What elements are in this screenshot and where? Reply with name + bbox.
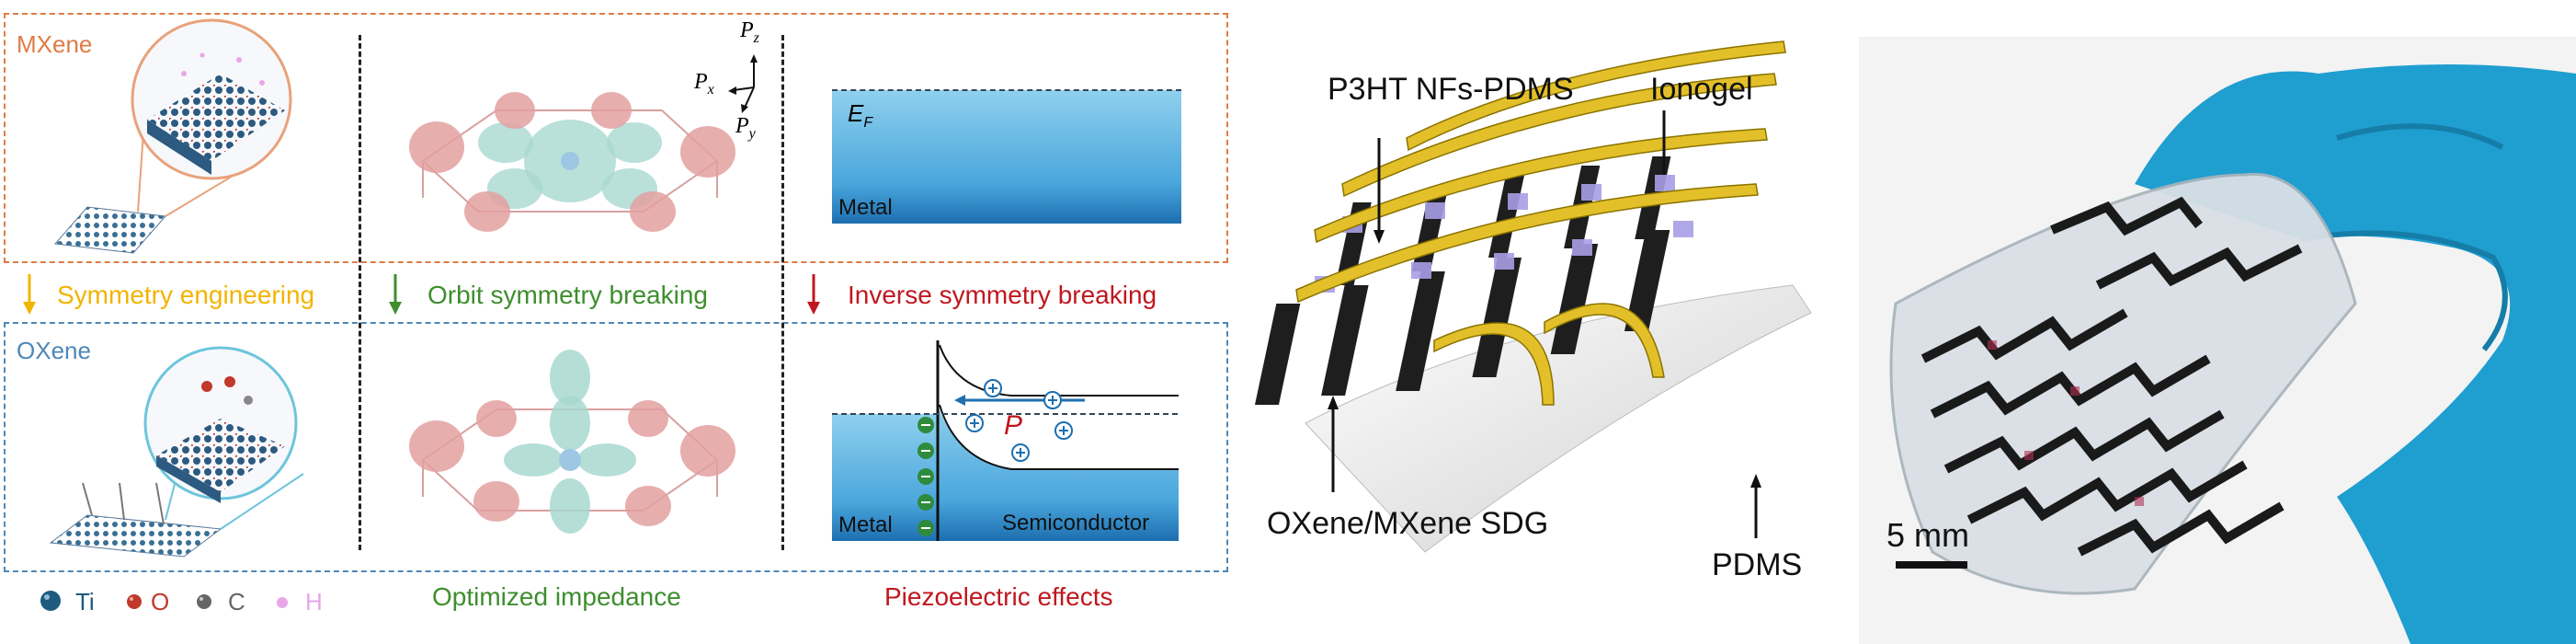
mxene-box — [4, 13, 1228, 263]
arrow-down-icon — [23, 274, 36, 315]
legend-label-ti: Ti — [75, 588, 95, 615]
h-atom-icon — [277, 597, 288, 608]
ti-atom-icon — [40, 591, 61, 611]
legend-label-c: C — [228, 588, 245, 615]
metal-label-top: Metal — [838, 195, 893, 220]
device-schematic-illustration — [1254, 40, 1812, 553]
oxene-box — [4, 322, 1228, 572]
o-atom-icon — [127, 594, 142, 609]
c-atom-icon — [197, 594, 211, 609]
orbit-symmetry-label: Orbit symmetry breaking — [427, 281, 708, 309]
mxene-structure-illustration — [53, 18, 292, 254]
mxene-label: MXene — [17, 30, 93, 58]
axis-py-label: Py — [735, 114, 756, 142]
oxene-label: OXene — [17, 337, 91, 364]
symmetry-engineering-label: Symmetry engineering — [57, 281, 315, 309]
inverse-symmetry-label: Inverse symmetry breaking — [848, 281, 1157, 309]
sdg-label: OXene/MXene SDG — [1267, 506, 1549, 541]
piezoelectric-effects-caption: Piezoelectric effects — [884, 582, 1113, 611]
separator-1 — [359, 35, 361, 550]
oxene-structure-illustration — [49, 346, 304, 558]
p3ht-label: P3HT NFs-PDMS — [1328, 72, 1574, 107]
charge-markers-icon — [918, 379, 1073, 536]
metal-band-top — [832, 90, 1181, 224]
oxene-orbital-illustration — [409, 350, 735, 534]
fermi-level-line — [832, 89, 1181, 91]
arrow-down-icon — [807, 274, 820, 315]
separator-2 — [781, 35, 784, 550]
axis-px-label: Px — [694, 70, 714, 98]
metal-label-bottom: Metal — [838, 512, 893, 537]
legend-label-h: H — [305, 588, 323, 615]
axis-pz-label: Pz — [740, 18, 759, 46]
device-photo-illustration — [1889, 64, 2576, 644]
semiconductor-band-diagram — [832, 340, 1179, 541]
fermi-level-label: EF — [848, 99, 873, 132]
pdms-label: PDMS — [1712, 547, 1803, 582]
semiconductor-label: Semiconductor — [1002, 511, 1150, 535]
optimized-impedance-caption: Optimized impedance — [432, 582, 681, 611]
scale-bar-label: 5 mm — [1886, 516, 1969, 554]
arrow-down-icon — [389, 274, 402, 315]
orbital-axes-icon — [728, 54, 758, 113]
mxene-orbital-illustration — [409, 92, 735, 232]
polarization-label: P — [1004, 410, 1023, 441]
ionogel-label: Ionogel — [1650, 72, 1753, 107]
legend-label-o: O — [151, 588, 170, 615]
